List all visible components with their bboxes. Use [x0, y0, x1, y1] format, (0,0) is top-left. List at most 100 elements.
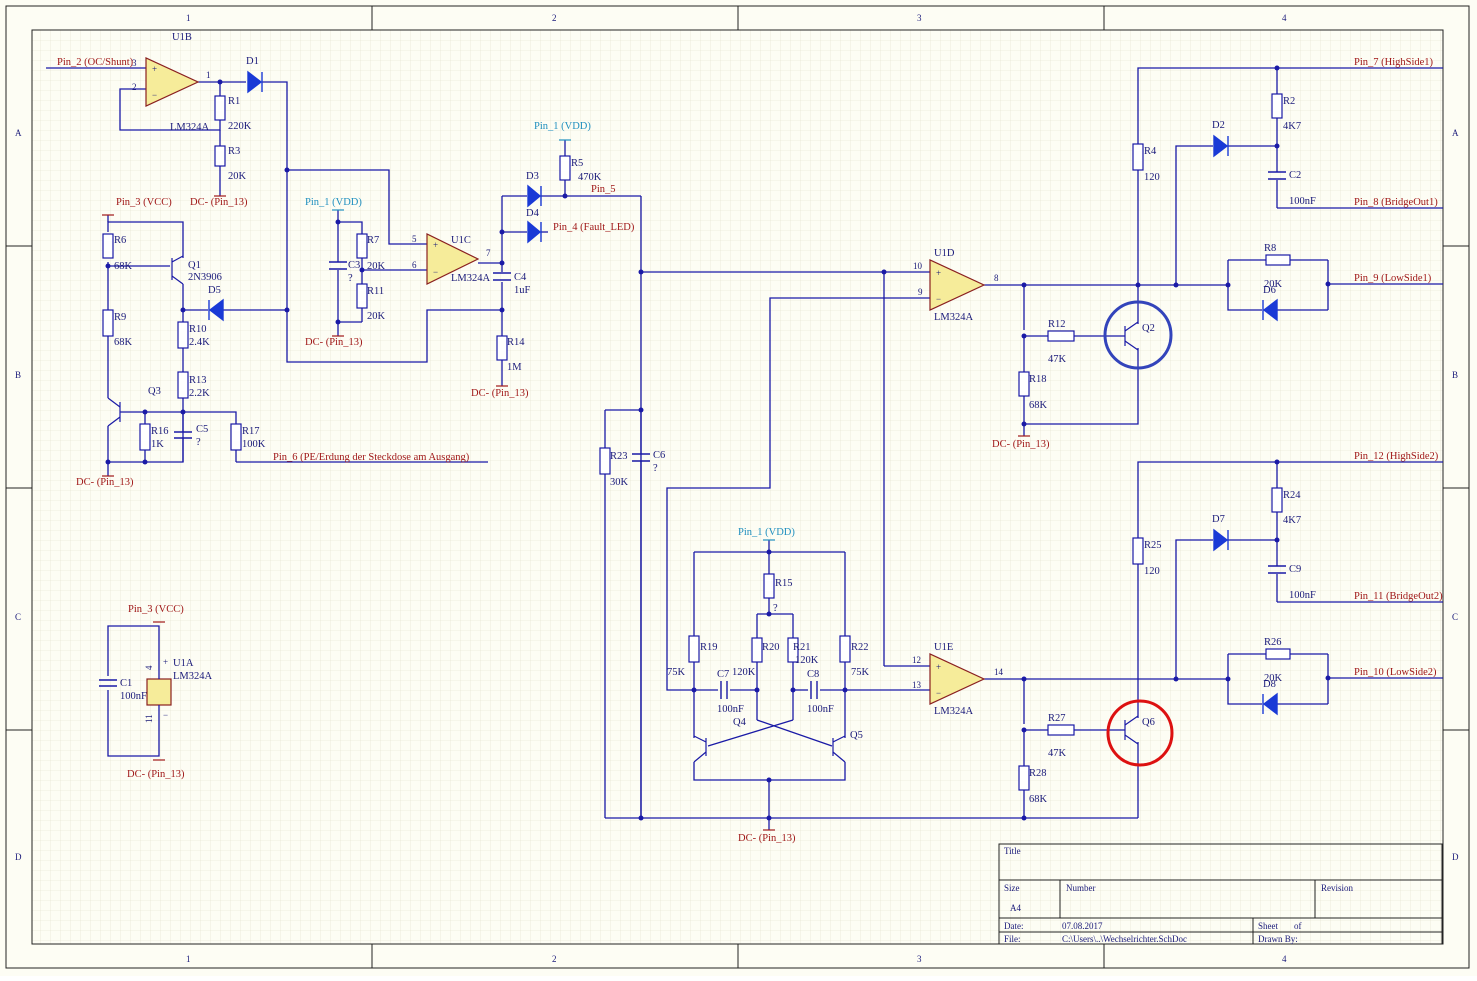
- label-r10: R10: [189, 324, 207, 335]
- resistor-r22[interactable]: [839, 635, 851, 663]
- part-q1: 2N3906: [188, 272, 222, 283]
- resistor-r2[interactable]: [1271, 93, 1283, 119]
- transistor-q4[interactable]: [693, 735, 707, 763]
- transistor-q5[interactable]: [832, 735, 846, 763]
- pin-u1c-5: 5: [412, 234, 417, 244]
- value-r23: 30K: [610, 477, 629, 488]
- net-pin3-u1a: Pin_3 (VCC): [128, 604, 184, 615]
- resistor-r28[interactable]: [1018, 765, 1030, 791]
- capacitor-c2[interactable]: [1268, 171, 1286, 180]
- net-pin8: Pin_8 (BridgeOut1): [1354, 197, 1438, 208]
- opamp-u1e[interactable]: +−: [929, 653, 986, 705]
- diode-d4[interactable]: [527, 220, 542, 244]
- label-r11: R11: [367, 286, 384, 297]
- row-label-left-a: A: [15, 128, 22, 138]
- diode-d8[interactable]: [1262, 692, 1278, 716]
- net-pin4: Pin_4 (Fault_LED): [553, 222, 635, 233]
- label-r1: R1: [228, 96, 240, 107]
- resistor-r16[interactable]: [139, 423, 151, 451]
- net-labels: Pin_2 (OC/Shunt) DC- (Pin_13) Pin_3 (VCC…: [57, 57, 1443, 844]
- svg-text:+: +: [936, 662, 941, 672]
- svg-text:−: −: [152, 90, 157, 100]
- label-q1: Q1: [188, 260, 201, 271]
- opamp-u1c[interactable]: +−: [426, 233, 480, 285]
- resistor-r9[interactable]: [102, 309, 114, 337]
- value-r12: 47K: [1048, 354, 1067, 365]
- resistor-r20[interactable]: [751, 637, 763, 663]
- resistor-r13[interactable]: [177, 371, 189, 399]
- resistor-r26[interactable]: [1265, 648, 1291, 660]
- label-r15: R15: [775, 578, 793, 589]
- net-pin7: Pin_7 (HighSide1): [1354, 57, 1434, 68]
- resistor-r25[interactable]: [1132, 537, 1144, 565]
- junction-dots: [105, 65, 1331, 821]
- resistor-r3[interactable]: [214, 145, 226, 167]
- net-gnd-c3: DC- (Pin_13): [305, 337, 363, 348]
- diode-d5[interactable]: [208, 298, 224, 322]
- resistor-r10[interactable]: [177, 321, 189, 349]
- resistor-r14[interactable]: [496, 335, 508, 361]
- label-r27: R27: [1048, 713, 1066, 724]
- opamp-u1d[interactable]: +−: [929, 259, 986, 311]
- value-r1: 220K: [228, 121, 252, 132]
- svg-text:−: −: [433, 267, 438, 277]
- value-r21: 120K: [795, 655, 819, 666]
- resistor-r24[interactable]: [1271, 487, 1283, 513]
- transistor-q1[interactable]: [171, 255, 184, 285]
- capacitor-c8[interactable]: [810, 681, 818, 699]
- label-r13: R13: [189, 375, 207, 386]
- diode-d1[interactable]: [247, 70, 263, 94]
- net-gnd-r18: DC- (Pin_13): [992, 439, 1050, 450]
- value-r9: 68K: [114, 337, 133, 348]
- net-vdd-r5: Pin_1 (VDD): [534, 121, 591, 132]
- resistor-r6[interactable]: [102, 233, 114, 259]
- resistor-r27[interactable]: [1047, 724, 1075, 736]
- transistor-q2[interactable]: [1124, 321, 1139, 351]
- svg-text:+: +: [163, 657, 168, 667]
- diode-d2[interactable]: [1213, 134, 1229, 158]
- label-c8: C8: [807, 669, 819, 680]
- resistor-r17[interactable]: [230, 423, 242, 451]
- resistor-r12[interactable]: [1047, 330, 1075, 342]
- label-c3: C3: [348, 260, 360, 271]
- label-r23: R23: [610, 451, 628, 462]
- capacitor-c9[interactable]: [1268, 565, 1286, 574]
- of-label: of: [1294, 921, 1302, 931]
- value-r27: 47K: [1048, 748, 1067, 759]
- resistor-r4[interactable]: [1132, 143, 1144, 171]
- diode-d3[interactable]: [527, 184, 542, 208]
- diode-d6[interactable]: [1262, 298, 1278, 322]
- label-u1d: U1D: [934, 248, 955, 259]
- capacitor-c7[interactable]: [720, 681, 728, 699]
- size-value: A4: [1010, 903, 1021, 913]
- transistor-q6[interactable]: [1124, 715, 1139, 745]
- resistor-r7[interactable]: [356, 233, 368, 259]
- label-r17: R17: [242, 426, 260, 437]
- resistor-r8[interactable]: [1265, 254, 1291, 266]
- label-r22: R22: [851, 642, 869, 653]
- resistor-r1[interactable]: [214, 95, 226, 121]
- value-r19: 75K: [667, 667, 686, 678]
- capacitor-c1[interactable]: [99, 679, 117, 687]
- file-label: File:: [1004, 934, 1021, 944]
- border-labels: 1 2 3 4 1 2 3 4 A B C D A B C D: [15, 13, 1459, 964]
- opamp-u1b[interactable]: +−: [145, 57, 200, 107]
- resistor-r21[interactable]: [787, 637, 799, 663]
- capacitor-c3[interactable]: [329, 261, 347, 270]
- resistor-r23[interactable]: [599, 447, 611, 475]
- resistor-r15[interactable]: [763, 573, 775, 599]
- resistor-r19[interactable]: [688, 635, 700, 663]
- resistor-r11[interactable]: [356, 283, 368, 309]
- resistor-r18[interactable]: [1018, 371, 1030, 397]
- resistor-r5[interactable]: [559, 155, 571, 181]
- label-u1d-part: LM324A: [934, 312, 974, 323]
- capacitor-c4[interactable]: [493, 272, 511, 281]
- value-r7: 20K: [367, 261, 386, 272]
- transistor-q3[interactable]: [107, 397, 121, 427]
- opamp-u1a-power[interactable]: + − 4 11: [107, 625, 172, 757]
- diode-d7[interactable]: [1213, 528, 1229, 552]
- col-label-top-3: 3: [917, 13, 922, 23]
- vdd-symbols: [332, 139, 775, 541]
- value-r15: ?: [773, 603, 778, 614]
